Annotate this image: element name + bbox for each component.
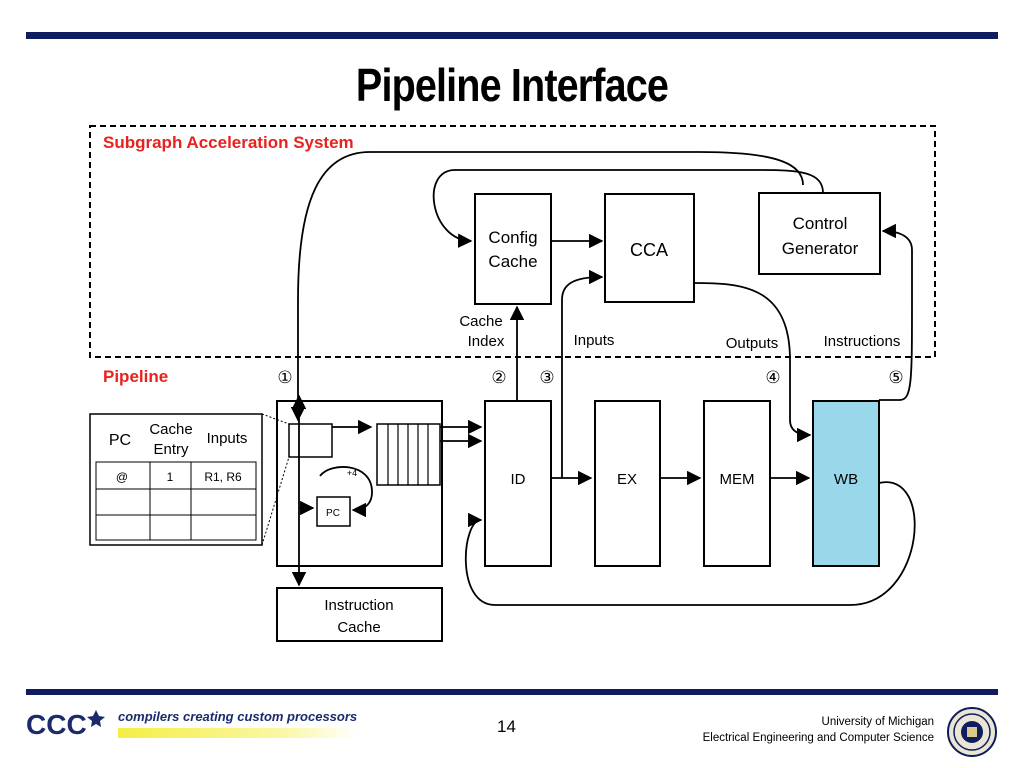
university-block: University of Michigan Electrical Engine… [703, 714, 934, 746]
instruction-cache-label-2: Cache [337, 619, 380, 636]
control-generator-label-2: Generator [782, 239, 859, 258]
cca-block [604, 193, 695, 303]
page-number: 14 [497, 717, 516, 736]
table-cell-pc: @ [116, 470, 128, 484]
university-seal-icon [947, 707, 997, 757]
pipeline-label: Pipeline [103, 367, 168, 386]
pipeline-diagram: Subgraph Acceleration System Pipeline Co… [89, 125, 936, 642]
subsystem-boundary [89, 125, 936, 358]
config-cache-label-1: Config [488, 228, 537, 247]
mem-stage-label: MEM [720, 471, 755, 488]
inputs-label: Inputs [574, 332, 615, 349]
slide-title: Pipeline Interface [355, 59, 669, 111]
id-stage-label: ID [511, 471, 526, 488]
wb-stage-label: WB [834, 471, 858, 488]
zoom-line-top [261, 413, 290, 425]
cache-entry-table [89, 413, 263, 546]
logo-mark: CCC [26, 709, 87, 740]
table-header-cache: Cache [149, 421, 192, 438]
ex-stage-label: EX [617, 471, 637, 488]
plus4-label: +4 [347, 468, 357, 478]
id-stage-block [484, 400, 552, 567]
ccc-logo: CCC [26, 709, 105, 740]
marker-4: ④ [765, 368, 780, 387]
outputs-label: Outputs [726, 335, 779, 352]
table-header-entry: Entry [153, 441, 189, 458]
instruction-cache-label-1: Instruction [324, 597, 393, 614]
marker-5: ⑤ [888, 368, 903, 387]
subsystem-label: Subgraph Acceleration System [103, 133, 354, 152]
pc-block [316, 496, 351, 527]
mem-stage-block [703, 400, 771, 567]
logo-underline [118, 728, 358, 738]
table-cell-entry: 1 [167, 470, 174, 484]
config-cache-label-2: Cache [488, 252, 537, 271]
table-cell-inputs: R1, R6 [204, 470, 242, 484]
ex-stage-block [594, 400, 661, 567]
control-generator-block [758, 192, 881, 275]
table-header-inputs: Inputs [207, 430, 248, 447]
bottom-divider [26, 689, 998, 695]
marker-2: ② [491, 368, 506, 387]
top-divider [26, 32, 998, 39]
cache-index-label-2: Index [468, 333, 505, 350]
cache-index-label-1: Cache [459, 313, 502, 330]
instructions-label: Instructions [824, 333, 901, 350]
diagram-arrows [290, 151, 916, 606]
marker-3: ③ [539, 368, 554, 387]
table-header-pc: PC [109, 432, 131, 449]
marker-1: ① [277, 368, 292, 387]
pc-block-label: PC [326, 508, 340, 519]
zoom-line-bottom [261, 456, 290, 546]
wb-stage-block [812, 400, 880, 567]
cca-label: CCA [630, 240, 668, 260]
control-generator-label-1: Control [793, 214, 848, 233]
instruction-cache-block [276, 587, 443, 642]
instruction-queue [376, 423, 441, 486]
fetch-pc-register [288, 423, 333, 458]
table-grid [95, 461, 257, 541]
logo-tagline: compilers creating custom processors [118, 709, 358, 724]
university-name: University of Michigan [821, 716, 934, 728]
department-name: Electrical Engineering and Computer Scie… [702, 732, 934, 744]
config-cache-block [474, 193, 552, 305]
